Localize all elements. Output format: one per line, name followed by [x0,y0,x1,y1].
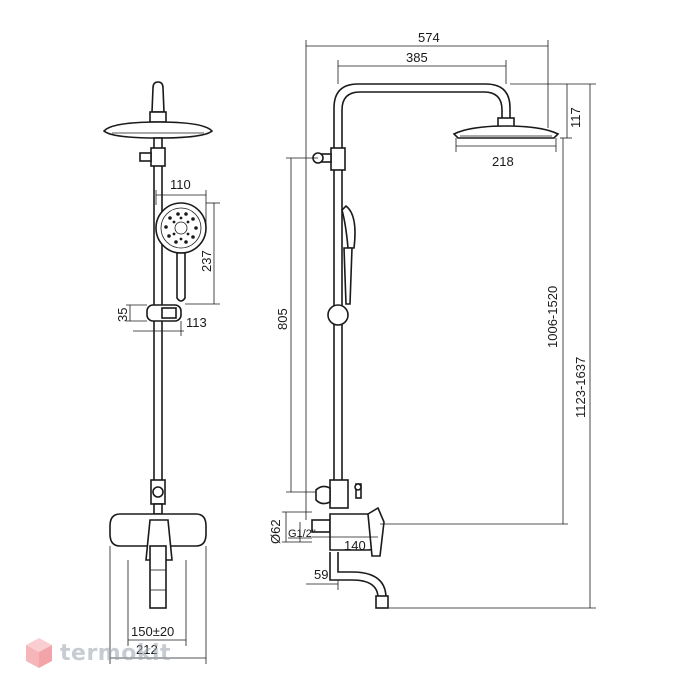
dim-385: 385 [406,50,428,65]
side-hand-shower [327,204,356,326]
dim-59: 59 [314,567,328,582]
dim-110: 110 [170,177,191,192]
dim-574: 574 [418,30,440,45]
brand-name: termokit [60,640,172,666]
dim-218: 218 [492,154,514,169]
cube-icon [26,638,52,668]
dim-117: 117 [568,107,583,128]
front-joint [150,479,166,515]
side-dimensions: 574 385 218 117 1006-1520 1123-1637 805 [268,30,596,609]
dim-thread: G1/2" [288,528,316,540]
dim-805: 805 [275,308,290,330]
dim-1123-1637: 1123-1637 [573,357,588,418]
front-hand-shower [155,202,207,302]
side-mixer [311,479,385,557]
front-dimensions: 110 237 35 113 150±20 212 [109,177,220,664]
dim-1006-1520: 1006-1520 [545,286,560,348]
dim-212: 212 [136,642,158,657]
dim-140: 140 [344,538,366,553]
side-diverter [312,147,346,171]
front-view [102,81,214,609]
dim-35: 35 [115,308,130,322]
side-arm [333,83,511,150]
side-view [311,83,560,609]
dim-centres: 150±20 [131,624,174,639]
side-rain-head [452,117,560,139]
front-upper-pipe [139,137,166,480]
front-rain-head [102,81,214,139]
brand-logo: termokit [24,636,171,670]
front-slider [146,304,182,322]
front-mixer [109,513,207,609]
dim-outlet-diameter: Ø62 [268,519,283,544]
dim-237: 237 [199,250,214,272]
dim-113: 113 [186,315,207,330]
side-spout [329,552,389,609]
